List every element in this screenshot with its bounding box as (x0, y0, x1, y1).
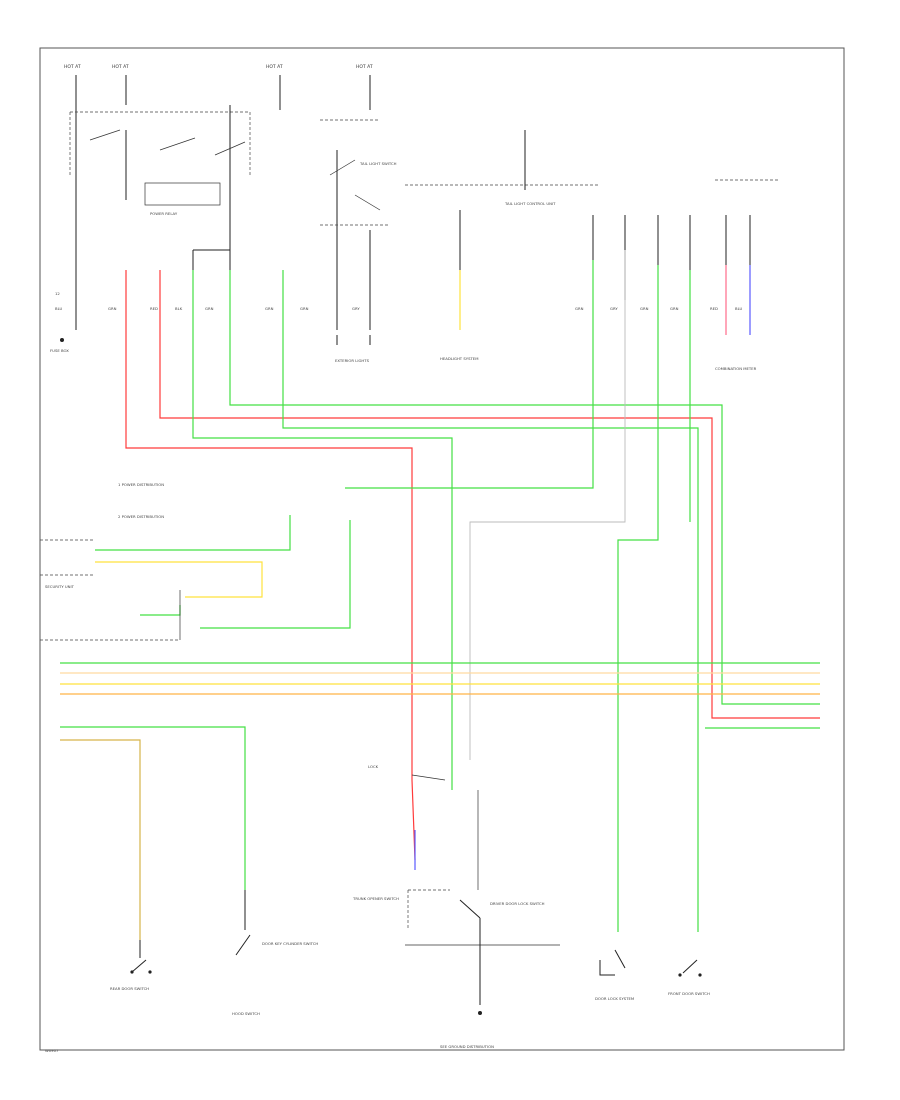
svg-text:RED: RED (710, 306, 718, 311)
page-label: W0907 (45, 1048, 59, 1053)
bottom-switch-section: REAR DOOR SWITCH DOOR KEY CYLINDER SWITC… (110, 764, 710, 1016)
svg-text:HOT AT: HOT AT (112, 64, 129, 70)
connector-row: 12 BLU GRN RED BLK GRN GRN GRN GRY GRN G… (55, 291, 743, 311)
svg-text:GRN: GRN (670, 306, 679, 311)
trunk-opener-label: TRUNK OPENER SWITCH (352, 896, 399, 901)
svg-text:BLK: BLK (175, 306, 183, 311)
headlight-system-label: HEADLIGHT SYSTEM (440, 356, 478, 361)
svg-text:GRY: GRY (352, 306, 360, 311)
svg-text:GRY: GRY (610, 306, 618, 311)
svg-text:12: 12 (55, 291, 60, 296)
tail-light-switch-label: TAIL LIGHT SWITCH (359, 161, 397, 166)
svg-text:HOT AT: HOT AT (356, 64, 373, 70)
door-lock-system-label: DOOR LOCK SYSTEM (595, 996, 634, 1001)
driver-door-lock-label: DRIVER DOOR LOCK SWITCH (490, 901, 545, 906)
wire-runs (60, 250, 820, 940)
notes-block: 1 POWER DISTRIBUTION 2 POWER DISTRIBUTIO… (40, 482, 181, 641)
note-1: 1 POWER DISTRIBUTION (118, 482, 164, 487)
svg-text:GRN: GRN (205, 306, 214, 311)
rear-door-switch-label: REAR DOOR SWITCH (110, 986, 149, 991)
svg-text:HOT AT: HOT AT (64, 64, 81, 70)
svg-text:RED: RED (150, 306, 158, 311)
svg-text:BLU: BLU (735, 306, 743, 311)
svg-text:GRN: GRN (265, 306, 274, 311)
combination-meter-label: COMBINATION METER (715, 366, 757, 371)
hood-switch-label: HOOD SWITCH (232, 1011, 260, 1016)
footer-label: SEE GROUND DISTRIBUTION (440, 1044, 494, 1049)
front-door-switch-label: FRONT DOOR SWITCH (668, 991, 710, 996)
security-unit-label: SECURITY UNIT (45, 584, 75, 589)
note-2: 2 POWER DISTRIBUTION (118, 514, 164, 519)
fuse-box-label: FUSE BOX (50, 348, 69, 353)
svg-text:LOCK: LOCK (368, 764, 379, 769)
svg-text:GRN: GRN (640, 306, 649, 311)
tail-light-control-unit-label: TAIL LIGHT CONTROL UNIT (504, 201, 556, 206)
power-relay-label: POWER RELAY (150, 211, 178, 216)
svg-text:GRN: GRN (108, 306, 117, 311)
svg-text:GRN: GRN (575, 306, 584, 311)
diagram-frame (39, 47, 845, 1051)
svg-text:GRN: GRN (300, 306, 309, 311)
svg-text:BLU: BLU (55, 306, 63, 311)
door-key-cylinder-label: DOOR KEY CYLINDER SWITCH (262, 941, 318, 946)
exterior-lights-label: EXTERIOR LIGHTS (335, 358, 370, 363)
svg-text:HOT AT: HOT AT (266, 64, 283, 70)
